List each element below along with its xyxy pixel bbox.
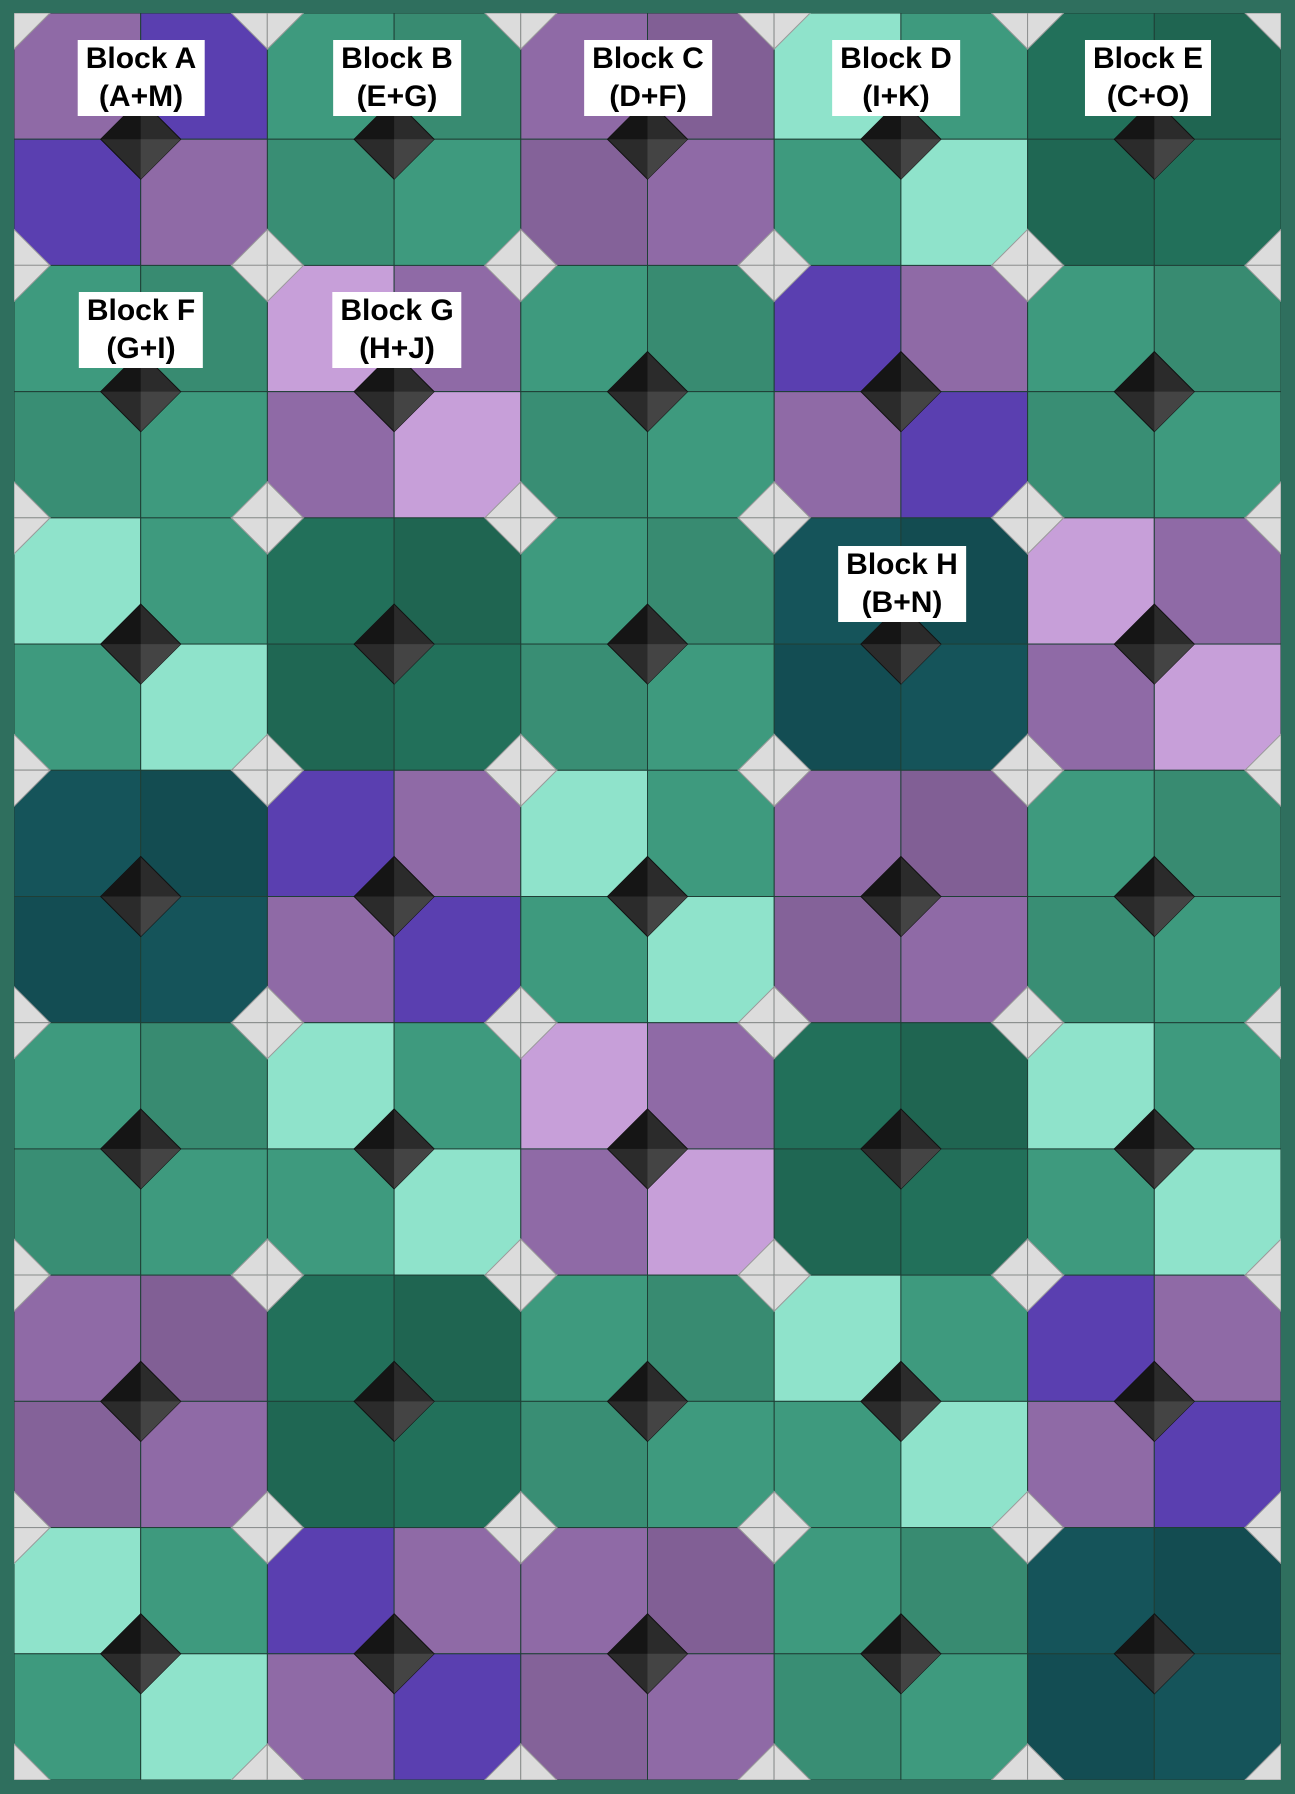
block-label-g: Block G(H+J) (332, 292, 461, 368)
quilt-blocks (14, 13, 1281, 1780)
block-label-h: Block H(B+N) (838, 546, 966, 622)
block-label-a: Block A(A+M) (78, 40, 205, 116)
block-label-c: Block C(D+F) (584, 40, 712, 116)
block-label-f: Block F(G+I) (79, 292, 203, 368)
block-label-e: Block E(C+O) (1085, 40, 1211, 116)
quilt-grid (14, 13, 1281, 1780)
block-label-d: Block D(I+K) (832, 40, 960, 116)
block-label-b: Block B(E+G) (333, 40, 461, 116)
